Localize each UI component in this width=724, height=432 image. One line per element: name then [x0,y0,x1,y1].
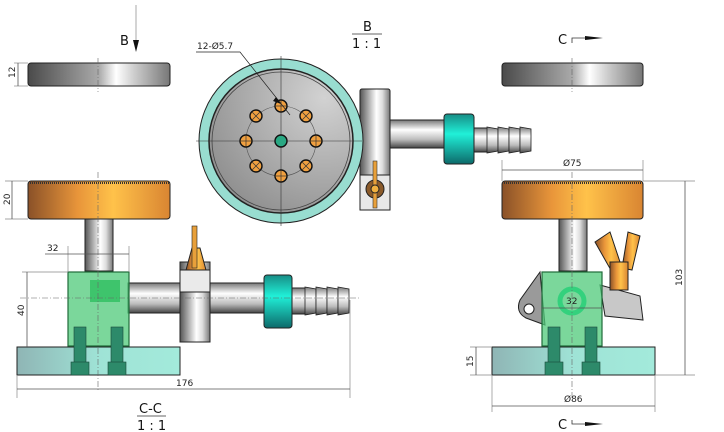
dim-body-width: 32 [566,297,577,307]
top-right-disc-view [501,58,644,92]
dim-knob-height: 20 [3,193,13,205]
dim-overall-length: 176 [176,379,193,389]
view-c-top-label: C [558,33,567,48]
section-cc-title: C-C 1 : 1 [137,402,166,432]
detail-b-scale: 1 : 1 [352,37,381,52]
dim-body-height: 40 [17,304,27,316]
view-c-bottom-label: C [558,418,567,432]
view-b-marker: B [120,5,139,52]
detail-b-view: 12-Ø5.7 [196,41,532,226]
dim-hole-pattern: 12-Ø5.7 [197,41,233,52]
dim-base-thickness: 15 [466,356,476,367]
detail-b-name: B [363,20,372,35]
detail-b-title: B 1 : 1 [352,20,382,52]
section-cc-dimensions: 20 32 40 176 [3,180,351,398]
dim-base-diameter: Ø86 [564,394,583,405]
dim-disc-thickness: 12 [8,67,18,78]
view-b-arrow-label: B [120,34,129,49]
side-view-dimensions: Ø75 103 32 15 Ø86 [466,158,695,412]
center-hole [274,134,288,148]
dim-overall-height: 103 [675,269,685,286]
side-view-right [491,172,656,402]
dim-stem-width: 32 [47,244,58,254]
section-cc-name: C-C [139,402,162,417]
view-c-bottom-marker: C [558,418,603,432]
view-c-top-marker: C [558,33,603,48]
top-left-disc-view: 12 [8,58,171,92]
section-cc-view [16,172,360,392]
dim-knob-diameter: Ø75 [563,158,582,169]
section-cc-scale: 1 : 1 [137,419,166,432]
